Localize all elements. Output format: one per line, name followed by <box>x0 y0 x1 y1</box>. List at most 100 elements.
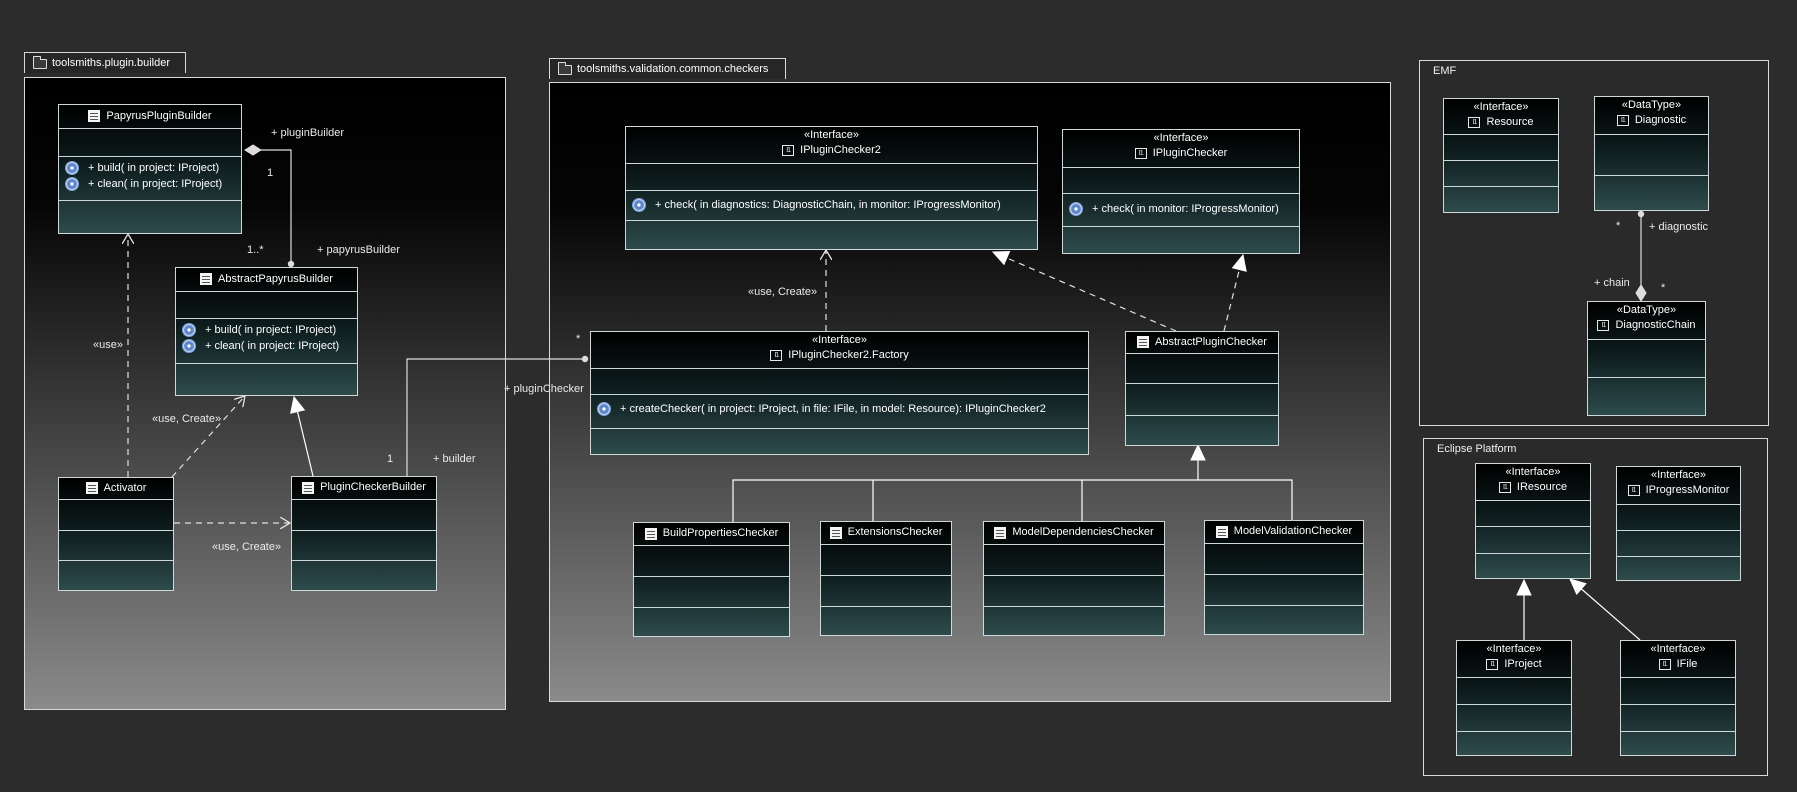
nested-compartment <box>1621 732 1735 755</box>
attributes-compartment <box>1444 135 1558 161</box>
stereotype-label: «Interface» <box>1153 132 1209 144</box>
class-plugin-checker-builder[interactable]: PluginCheckerBuilder <box>291 476 437 591</box>
stereotype-label: «Interface» <box>803 129 860 141</box>
interface-ifile[interactable]: «Interface» IFile <box>1620 640 1736 756</box>
interface-iresource[interactable]: «Interface»IResource <box>1475 463 1591 579</box>
interface-resource[interactable]: «Interface»Resource <box>1443 98 1559 213</box>
class-model-validation-checker[interactable]: ModelValidationChecker <box>1204 520 1364 635</box>
stereotype-label: «use, Create» <box>152 413 222 425</box>
class-name: BuildPropertiesChecker <box>662 527 779 539</box>
attributes-compartment <box>292 500 436 531</box>
operation-row[interactable]: + build( in project: IProject) <box>59 160 241 176</box>
operations-compartment <box>1126 384 1278 416</box>
class-abstract-papyrus-builder[interactable]: AbstractPapyrusBuilder + build( in proje… <box>175 267 358 396</box>
operation-row[interactable]: + clean( in project: IProject) <box>59 176 241 192</box>
operations-compartment: + build( in project: IProject) + clean( … <box>176 319 357 364</box>
operation-signature: + build( in project: IProject) <box>205 324 337 336</box>
nested-compartment <box>1126 416 1278 445</box>
operations-compartment <box>1588 378 1705 415</box>
class-icon <box>1137 336 1150 348</box>
interface-icon <box>782 144 795 156</box>
class-papyrus-plugin-builder[interactable]: PapyrusPluginBuilder + build( in project… <box>58 104 242 234</box>
operations-compartment: + check( in diagnostics: DiagnosticChain… <box>626 191 1037 221</box>
attributes-compartment <box>1205 544 1363 575</box>
class-build-properties-checker[interactable]: BuildPropertiesChecker <box>633 522 790 637</box>
stereotype-label: «Interface» <box>1650 643 1706 655</box>
operation-signature: + check( in monitor: IProgressMonitor) <box>1092 203 1279 215</box>
role-label: + chain <box>1594 277 1630 289</box>
operation-signature: + build( in project: IProject) <box>88 162 220 174</box>
attributes-compartment <box>591 369 1088 395</box>
class-name: IProject <box>1504 658 1542 670</box>
class-name: IFile <box>1676 658 1698 670</box>
class-abstract-plugin-checker[interactable]: AbstractPluginChecker <box>1125 331 1279 446</box>
operation-signature: + clean( in project: IProject) <box>88 178 223 190</box>
class-name: IPluginChecker <box>1152 147 1228 159</box>
class-icon <box>200 273 213 285</box>
interface-icon <box>1627 484 1640 496</box>
operation-row[interactable]: + check( in monitor: IProgressMonitor) <box>1063 201 1299 217</box>
role-label: + pluginChecker <box>504 383 584 395</box>
attributes-compartment <box>1588 340 1705 378</box>
operations-compartment: + createChecker( in project: IProject, i… <box>591 395 1088 429</box>
attributes-compartment <box>821 545 951 576</box>
role-label: + pluginBuilder <box>271 127 345 139</box>
class-name: ExtensionsChecker <box>847 526 943 538</box>
interface-iplugin-checker2-factory[interactable]: «Interface»IPluginChecker2.Factory + cre… <box>590 331 1089 455</box>
assoc-plugin-checker <box>406 355 589 476</box>
operations-compartment <box>634 577 789 608</box>
operation-signature: + check( in diagnostics: DiagnosticChain… <box>655 199 1001 211</box>
multiplicity-label: 1 <box>387 453 394 465</box>
class-icon <box>829 526 842 539</box>
datatype-diagnostic[interactable]: «DataType»Diagnostic <box>1594 96 1709 211</box>
operation-icon <box>633 199 645 211</box>
package-tab-checkers[interactable]: toolsmiths.validation.common.checkers <box>549 58 786 79</box>
attributes-compartment <box>59 500 173 531</box>
datatype-diagnostic-chain[interactable]: «DataType»DiagnosticChain <box>1587 301 1706 416</box>
multiplicity-label: 1 <box>267 167 274 179</box>
attributes-compartment <box>1126 354 1278 384</box>
class-name: IResource <box>1516 481 1568 493</box>
nested-compartment <box>591 429 1088 454</box>
operations-compartment <box>984 576 1164 607</box>
operation-row[interactable]: + clean( in project: IProject) <box>176 338 357 354</box>
interface-iprogress-monitor[interactable]: «Interface»IProgressMonitor <box>1616 466 1741 581</box>
attributes-compartment <box>626 164 1037 191</box>
role-label: + papyrusBuilder <box>317 244 400 256</box>
attributes-compartment <box>1621 678 1735 705</box>
operation-row[interactable]: + build( in project: IProject) <box>176 322 357 338</box>
operation-row[interactable]: + createChecker( in project: IProject, i… <box>591 401 1088 417</box>
nested-compartment <box>634 608 789 636</box>
interface-iplugin-checker[interactable]: «Interface» IPluginChecker + check( in mo… <box>1062 129 1300 254</box>
class-extensions-checker[interactable]: ExtensionsChecker <box>820 521 952 636</box>
class-name: PapyrusPluginBuilder <box>106 110 212 122</box>
nested-compartment <box>1444 187 1558 212</box>
package-tab-builder[interactable]: toolsmiths.plugin.builder <box>24 52 186 73</box>
attributes-compartment <box>59 129 241 157</box>
nested-compartment <box>176 364 357 395</box>
interface-icon <box>770 349 783 361</box>
attributes-compartment <box>1063 168 1299 194</box>
datatype-icon <box>1616 114 1629 126</box>
stereotype-label: «Interface» <box>811 334 868 346</box>
stereotype-label: «DataType» <box>1616 304 1677 316</box>
operation-row[interactable]: + check( in diagnostics: DiagnosticChain… <box>626 197 1037 213</box>
nested-compartment <box>1617 557 1740 580</box>
package-icon <box>33 56 47 69</box>
operations-compartment: + check( in monitor: IProgressMonitor) <box>1063 194 1299 227</box>
operations-compartment <box>59 531 173 561</box>
class-icon <box>994 526 1007 539</box>
class-activator[interactable]: Activator <box>58 477 174 591</box>
operations-compartment <box>292 531 436 561</box>
class-name: IPluginChecker2 <box>800 144 881 156</box>
interface-icon <box>1498 481 1511 493</box>
attributes-compartment <box>1476 501 1590 527</box>
interface-iplugin-checker2[interactable]: «Interface» IPluginChecker2 + check( in d… <box>625 126 1038 250</box>
class-icon <box>88 110 101 122</box>
interface-iproject[interactable]: «Interface»IProject <box>1456 640 1572 756</box>
class-name: PluginCheckerBuilder <box>320 481 426 493</box>
class-model-dependencies-checker[interactable]: ModelDependenciesChecker <box>983 521 1165 636</box>
gen-checkerbuilder <box>290 395 314 477</box>
operations-compartment <box>1617 531 1740 557</box>
stereotype-label: «Interface» <box>1473 101 1529 113</box>
